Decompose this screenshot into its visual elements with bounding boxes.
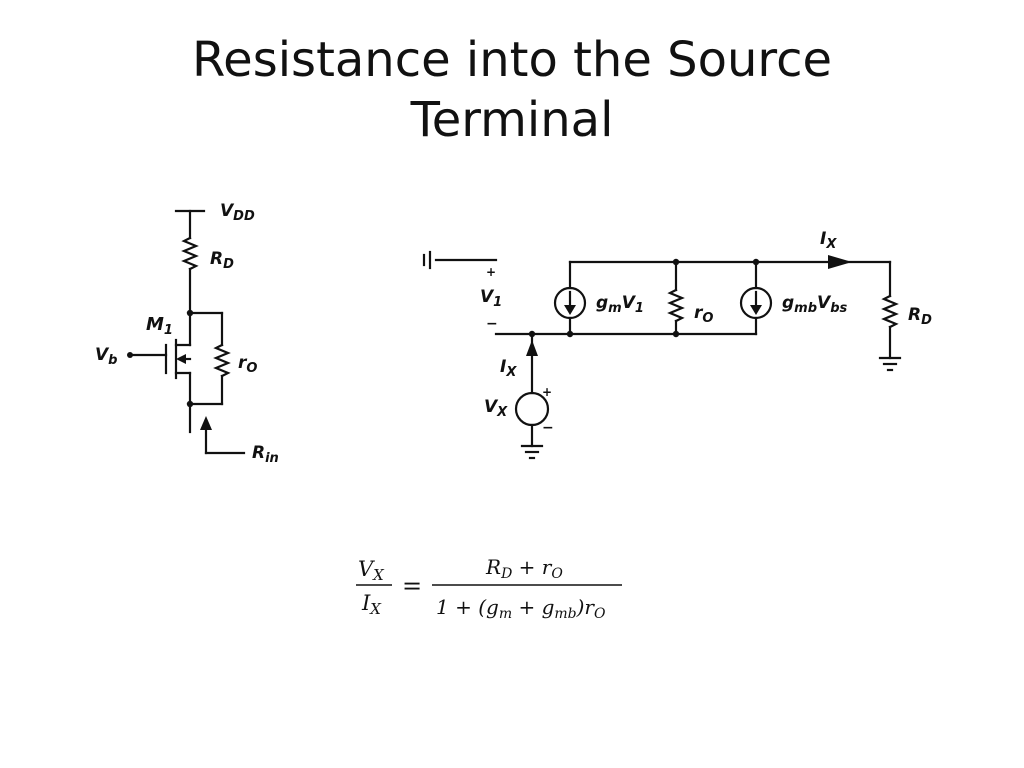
ix-left-label: IX (500, 357, 517, 380)
ro-label: rO (694, 303, 713, 326)
m1-label: M1 (146, 314, 173, 338)
v1-label: V1 (480, 287, 502, 310)
ro-label: rO (238, 353, 257, 376)
rin-label: Rin (252, 443, 279, 466)
eq-equals: = (402, 572, 422, 600)
left-circuit: VDD RD M1 Vb rO Rin (95, 201, 279, 466)
v1-plus: + (486, 265, 496, 279)
eq-rhs-denominator: 1 + (gm + gmb)rO (436, 595, 606, 622)
eq-lhs-denominator: IX (361, 591, 382, 618)
vx-label: VX (484, 397, 508, 420)
rd-resistor (181, 236, 199, 271)
vdd-label: VDD (220, 201, 255, 224)
ix-arrow-head (526, 340, 538, 356)
slide-title: Resistance into the Source Terminal (0, 30, 1024, 150)
title-line-1: Resistance into the Source (191, 32, 832, 88)
vx-plus: + (542, 385, 552, 399)
vb-label: Vb (95, 345, 117, 368)
ro-resistor (667, 288, 685, 323)
current-arrow-head (564, 305, 576, 315)
rd-resistor (881, 294, 899, 329)
rd-label: RD (210, 249, 234, 272)
vx-minus: − (542, 420, 554, 436)
current-arrow-head (750, 305, 762, 315)
eq-rhs-numerator: RD + rO (485, 555, 563, 582)
ix-arrow-head (828, 255, 852, 269)
right-circuit: + V1 − IX gmV1 rO gmbVbs (422, 229, 932, 460)
gm-v1-label: gmV1 (596, 293, 644, 316)
eq-lhs-numerator: VX (358, 557, 385, 584)
rd-label: RD (908, 305, 932, 328)
ix-top-label: IX (820, 229, 837, 252)
v1-minus: − (486, 316, 498, 332)
gmb-vbs-label: gmbVbs (782, 293, 848, 316)
equation: VX IX = RD + rO 1 + (gm + gmb)rO (356, 555, 622, 622)
ro-resistor (213, 343, 231, 378)
title-line-2: Terminal (410, 92, 614, 148)
rin-arrow-head (200, 416, 212, 430)
